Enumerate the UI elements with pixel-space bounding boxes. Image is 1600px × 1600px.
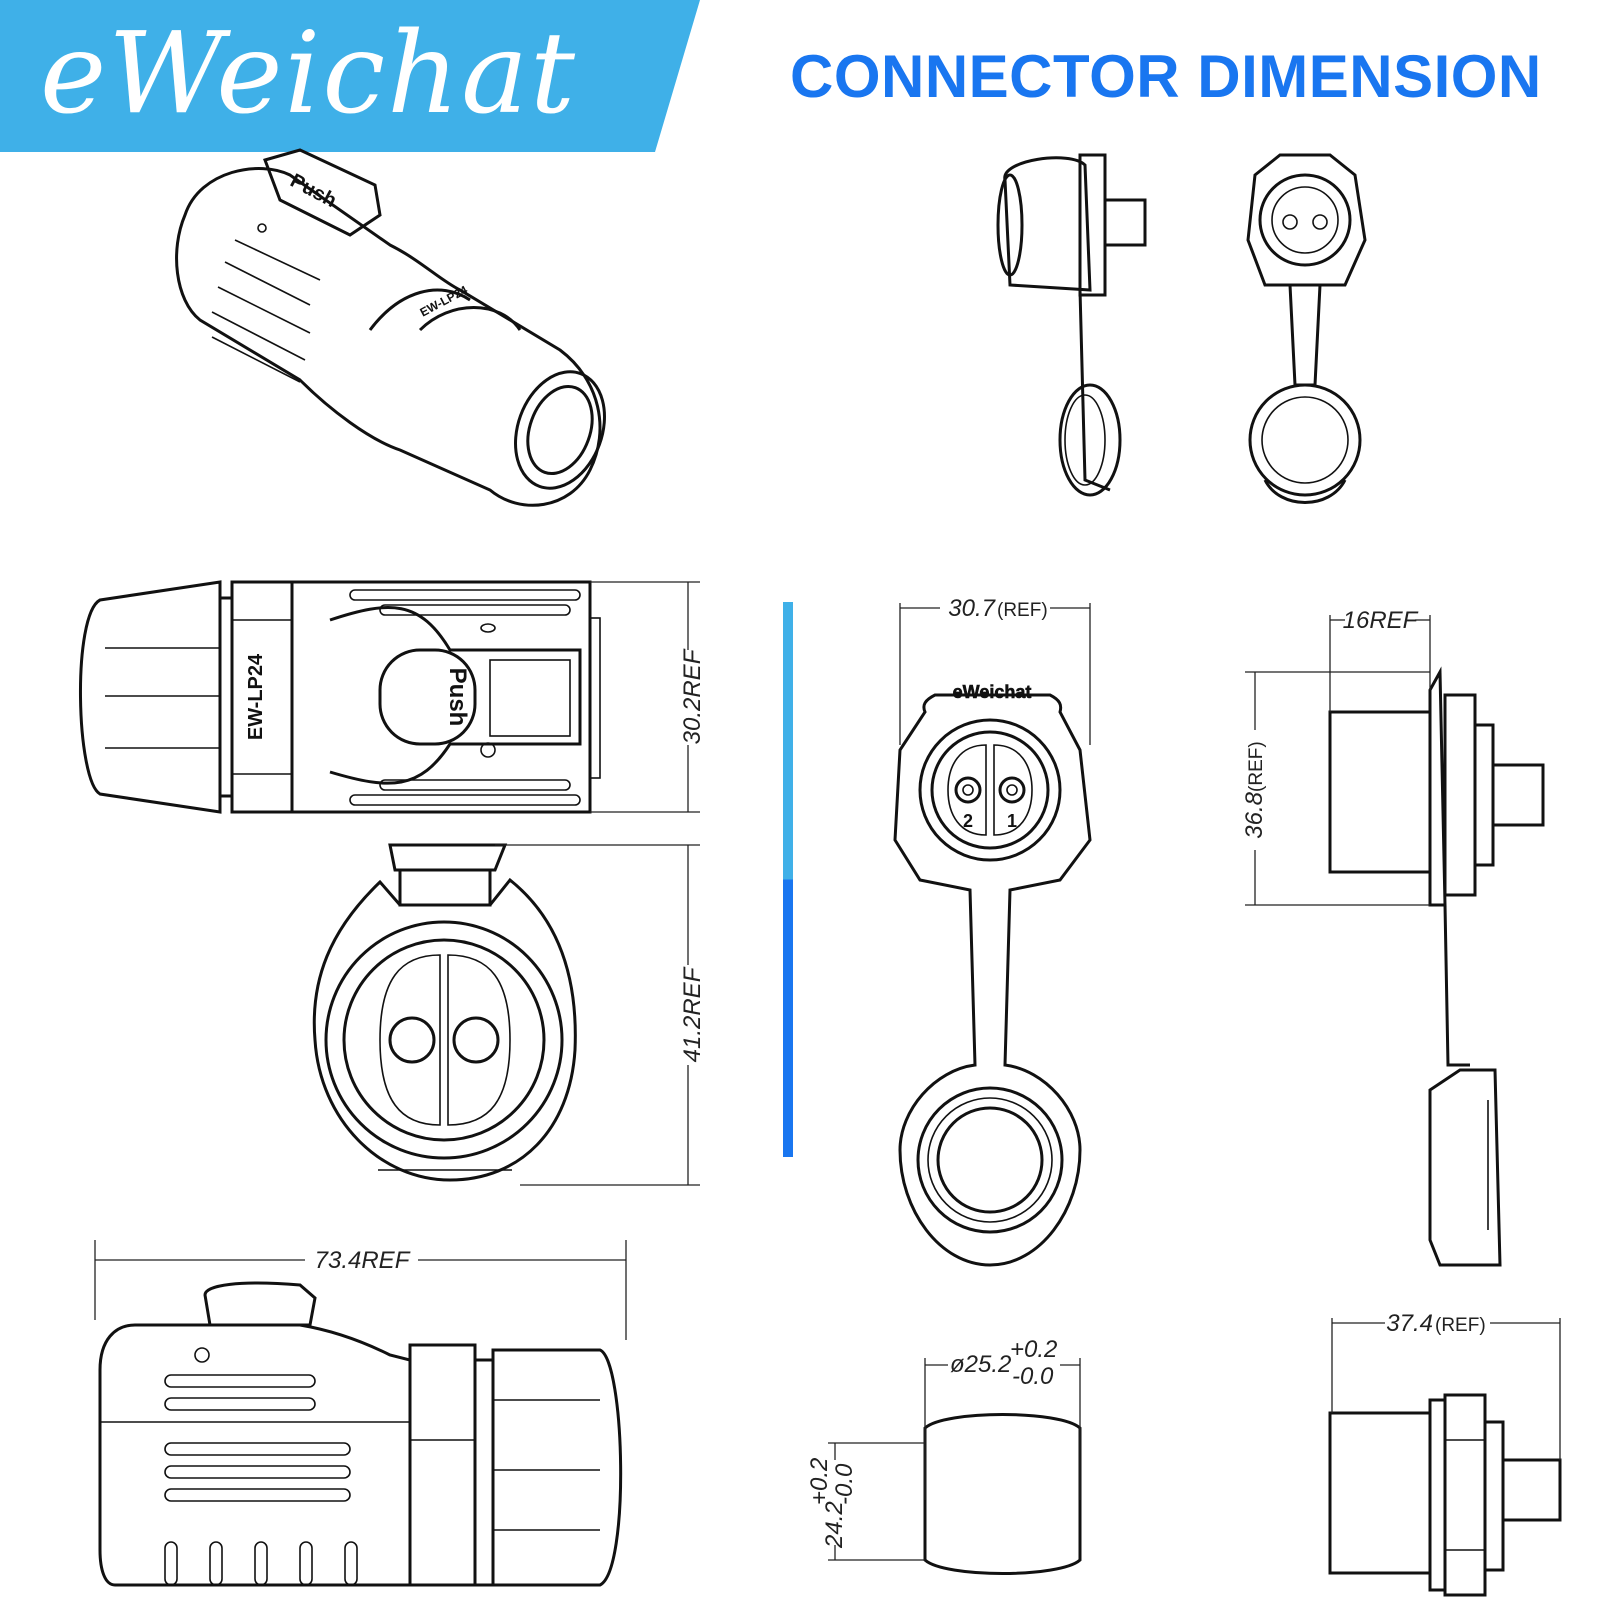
dim-plug-face-height: 41.2REF <box>679 966 706 1062</box>
pin-2-label: 2 <box>963 811 973 831</box>
svg-text:36.8(REF): 36.8(REF) <box>1241 741 1268 838</box>
dim-cutout-width-tol-minus: -0.0 <box>1012 1363 1054 1390</box>
dim-cutout-width-value: ø25.2 <box>950 1351 1011 1378</box>
dim-socket-length-unit: (REF) <box>1435 1315 1486 1336</box>
svg-text:37.4: 37.4 <box>1386 1310 1433 1337</box>
side-latch <box>203 1281 317 1327</box>
panel-cutout-view: ø25.2 +0.2 -0.0 24.2 +0.2 -0.0 <box>806 1336 1082 1575</box>
banner-background <box>0 0 700 152</box>
socket-side-view: 16REF 36.8(REF) <box>1241 607 1545 1267</box>
cable-entry <box>514 370 606 490</box>
brand-banner <box>0 0 700 152</box>
plug-side-view: 73.4REF <box>94 1240 627 1587</box>
section-separator <box>783 602 793 1157</box>
plug-isometric-view: Push EW-LP24 <box>175 148 606 507</box>
dim-cutout-width-tol-plus: +0.2 <box>1010 1336 1057 1363</box>
push-latch <box>263 148 382 237</box>
page-title: CONNECTOR DIMENSION <box>790 43 1542 110</box>
dim-socket-height-unit: (REF) <box>1246 741 1267 792</box>
dim-plug-height: 30.2REF <box>679 648 706 744</box>
brand-logo: eWeichat <box>40 9 578 139</box>
dim-socket-depth: 16REF <box>1343 607 1419 634</box>
dim-cutout-height-tol-plus: +0.2 <box>806 1458 833 1505</box>
plug-face-view: 41.2REF <box>312 843 706 1186</box>
socket-isometric-front-view <box>1246 153 1367 504</box>
dim-socket-width-unit: (REF) <box>997 600 1048 621</box>
top-view-push-label: Push <box>444 668 471 727</box>
dim-socket-length-value: 37.4 <box>1386 1310 1433 1337</box>
dim-socket-height-value: 36.8 <box>1241 791 1268 838</box>
dim-plug-length: 73.4REF <box>315 1247 411 1274</box>
dim-cutout-height-value: 24.2 <box>821 1501 848 1549</box>
dim-cutout-height-tol-minus: -0.0 <box>831 1463 858 1505</box>
top-view-model-label: EW-LP24 <box>245 653 267 740</box>
socket-body-side-view: 37.4 (REF) <box>1328 1310 1562 1597</box>
socket-isometric-side-view <box>996 153 1147 497</box>
svg-text:30.7: 30.7 <box>948 595 996 622</box>
socket-front-view: eWeichat 2 1 30.7 (REF) <box>893 595 1092 1267</box>
plug-top-view: Push EW-LP24 30.2REF <box>78 580 706 814</box>
socket-cap-logo: eWeichat <box>953 682 1032 702</box>
pin-1-label: 1 <box>1007 811 1017 831</box>
dim-socket-width-value: 30.7 <box>948 595 996 622</box>
